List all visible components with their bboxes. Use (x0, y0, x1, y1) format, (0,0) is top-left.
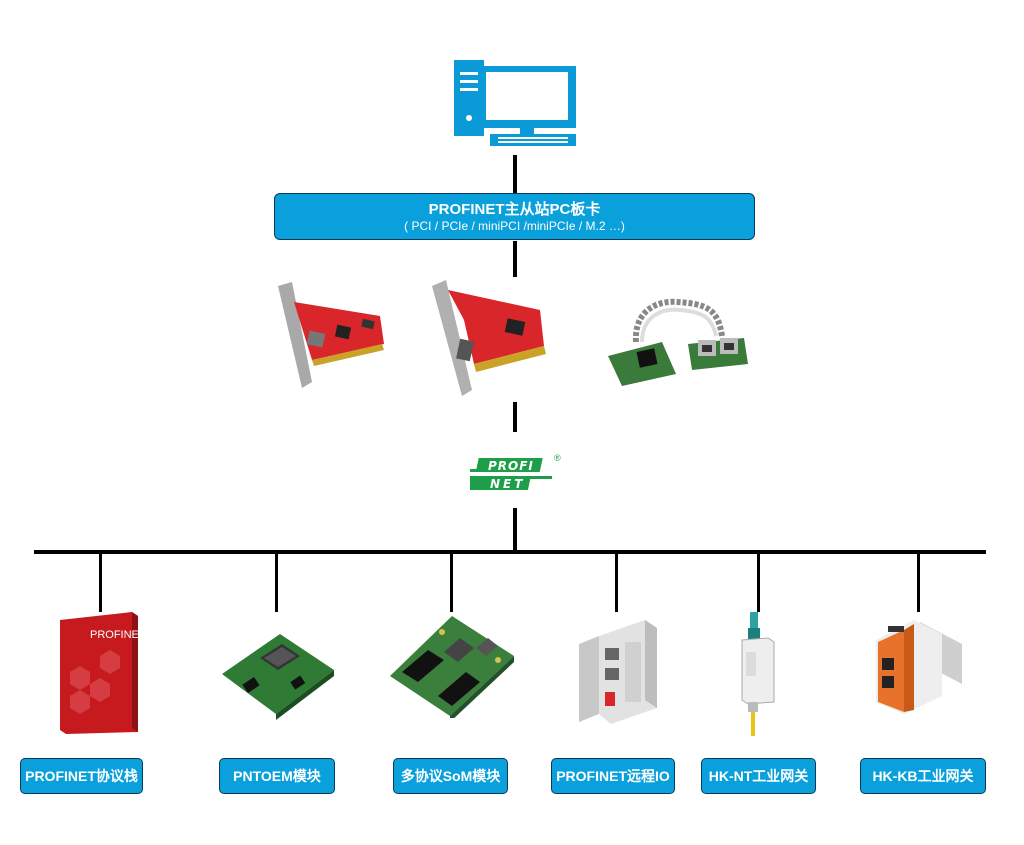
profinet-logo: PROFI NET ® (470, 453, 561, 491)
product-label-text: HK-NT工业网关 (708, 768, 809, 784)
drop-line (615, 552, 618, 612)
drop-line (757, 552, 760, 612)
nt-gateway-icon (741, 612, 775, 736)
som-module-icon (390, 616, 514, 718)
remote-io-icon (579, 620, 657, 724)
product-label-som: 多协议SoM模块 (393, 758, 508, 794)
drop-line (99, 552, 102, 612)
minipcie-card-image (608, 298, 748, 386)
connector-cards-logo (513, 402, 517, 432)
drop-line (275, 552, 278, 612)
product-label-protocol-stack: PROFINET协议栈 (20, 758, 143, 794)
master-subtitle: ( PCI / PCIe / miniPCI /miniPCIe / M.2 …… (404, 219, 625, 233)
product-label-text: PROFINET协议栈 (25, 768, 138, 784)
software-box-text: PROFINET (90, 629, 144, 641)
product-label-text: PROFINET远程IO (556, 768, 670, 784)
oem-module-icon (222, 634, 334, 720)
connector-pc-master (513, 155, 517, 193)
master-title: PROFINET主从站PC板卡 (428, 201, 601, 218)
logo-line1: PROFI (488, 459, 534, 473)
connector-logo-bus (513, 508, 517, 554)
product-label-text: HK-KB工业网关 (872, 768, 974, 784)
product-label-nt-gateway: HK-NT工业网关 (701, 758, 816, 794)
product-label-text: PNTOEM模块 (233, 768, 321, 784)
computer-icon (454, 60, 576, 146)
drop-line (450, 552, 453, 612)
pcie-card-image (278, 282, 384, 388)
kb-gateway-icon (876, 620, 962, 714)
drop-line (917, 552, 920, 612)
product-label-pntoem: PNTOEM模块 (219, 758, 335, 794)
product-label-text: 多协议SoM模块 (400, 768, 501, 784)
fieldbus-line (34, 550, 986, 554)
pci-card-image (432, 280, 546, 396)
connector-master-cards (513, 241, 517, 277)
product-label-kb-gateway: HK-KB工业网关 (860, 758, 986, 794)
master-pc-card-box: PROFINET主从站PC板卡 ( PCI / PCIe / miniPCI /… (274, 193, 755, 240)
product-label-remote-io: PROFINET远程IO (551, 758, 675, 794)
logo-registered: ® (554, 453, 561, 463)
logo-line2: NET (490, 477, 525, 491)
software-box-icon: PROFINET (60, 612, 144, 734)
